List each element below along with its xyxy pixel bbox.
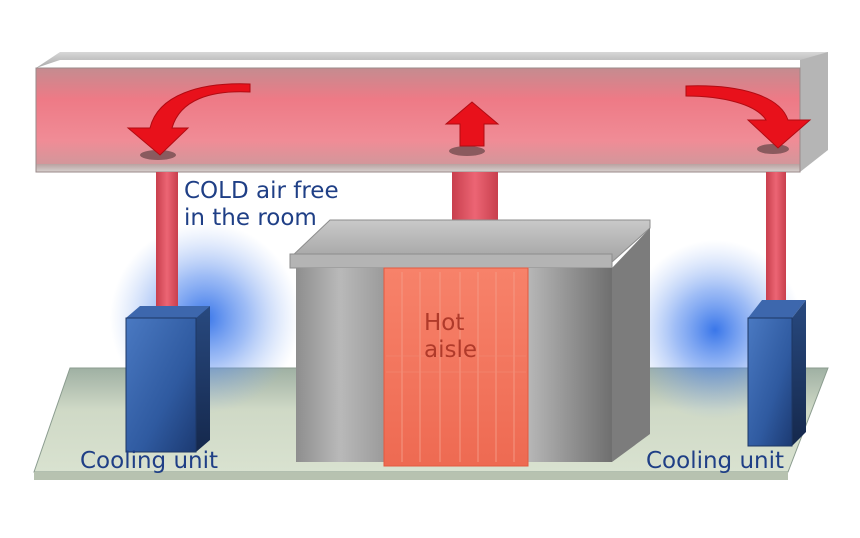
cooling-unit-left-label: Cooling unit [80, 448, 219, 474]
pipe-right [766, 172, 786, 308]
duct-opening-left [140, 150, 176, 160]
cooling-unit-right-top [748, 300, 806, 318]
cooling-unit-right-side [792, 300, 806, 446]
rack-left-block [296, 268, 384, 462]
duct-side-face [800, 52, 828, 172]
duct-top-face [36, 52, 828, 68]
hot-aisle-rows [386, 355, 526, 373]
duct-opening-right [757, 144, 789, 154]
cold-air-label: COLD air free in the room [184, 178, 339, 232]
arrow-up-icon [444, 101, 500, 147]
cold-air-label-line-2: in the room [184, 205, 317, 232]
cooling-unit-left-side [196, 306, 210, 452]
cooling-unit-left [125, 317, 197, 453]
rack-top-edge [289, 253, 613, 269]
hot-aisle-zone [383, 267, 529, 467]
hot-aisle-label-line-2: aisle [424, 337, 478, 364]
hot-aisle-stripes [401, 272, 515, 462]
arrow-left-down-icon [126, 83, 251, 156]
cooling-unit-left-top [126, 306, 210, 318]
cooling-unit-right [747, 317, 793, 447]
floor-slab-edge [34, 472, 788, 480]
arrow-right-down-icon [685, 85, 812, 149]
cooling-unit-right-label: Cooling unit [646, 448, 785, 474]
duct-opening-center [449, 146, 485, 156]
cold-air-label-line-1: COLD air free [184, 178, 339, 204]
pipe-left [156, 172, 178, 320]
hot-aisle-label: Hot aisle [424, 310, 477, 364]
rack-right-block [528, 268, 612, 462]
duct-bottom-face [36, 164, 800, 172]
rack-right-side [612, 228, 650, 462]
hot-aisle-label-line-1: Hot [424, 310, 465, 336]
